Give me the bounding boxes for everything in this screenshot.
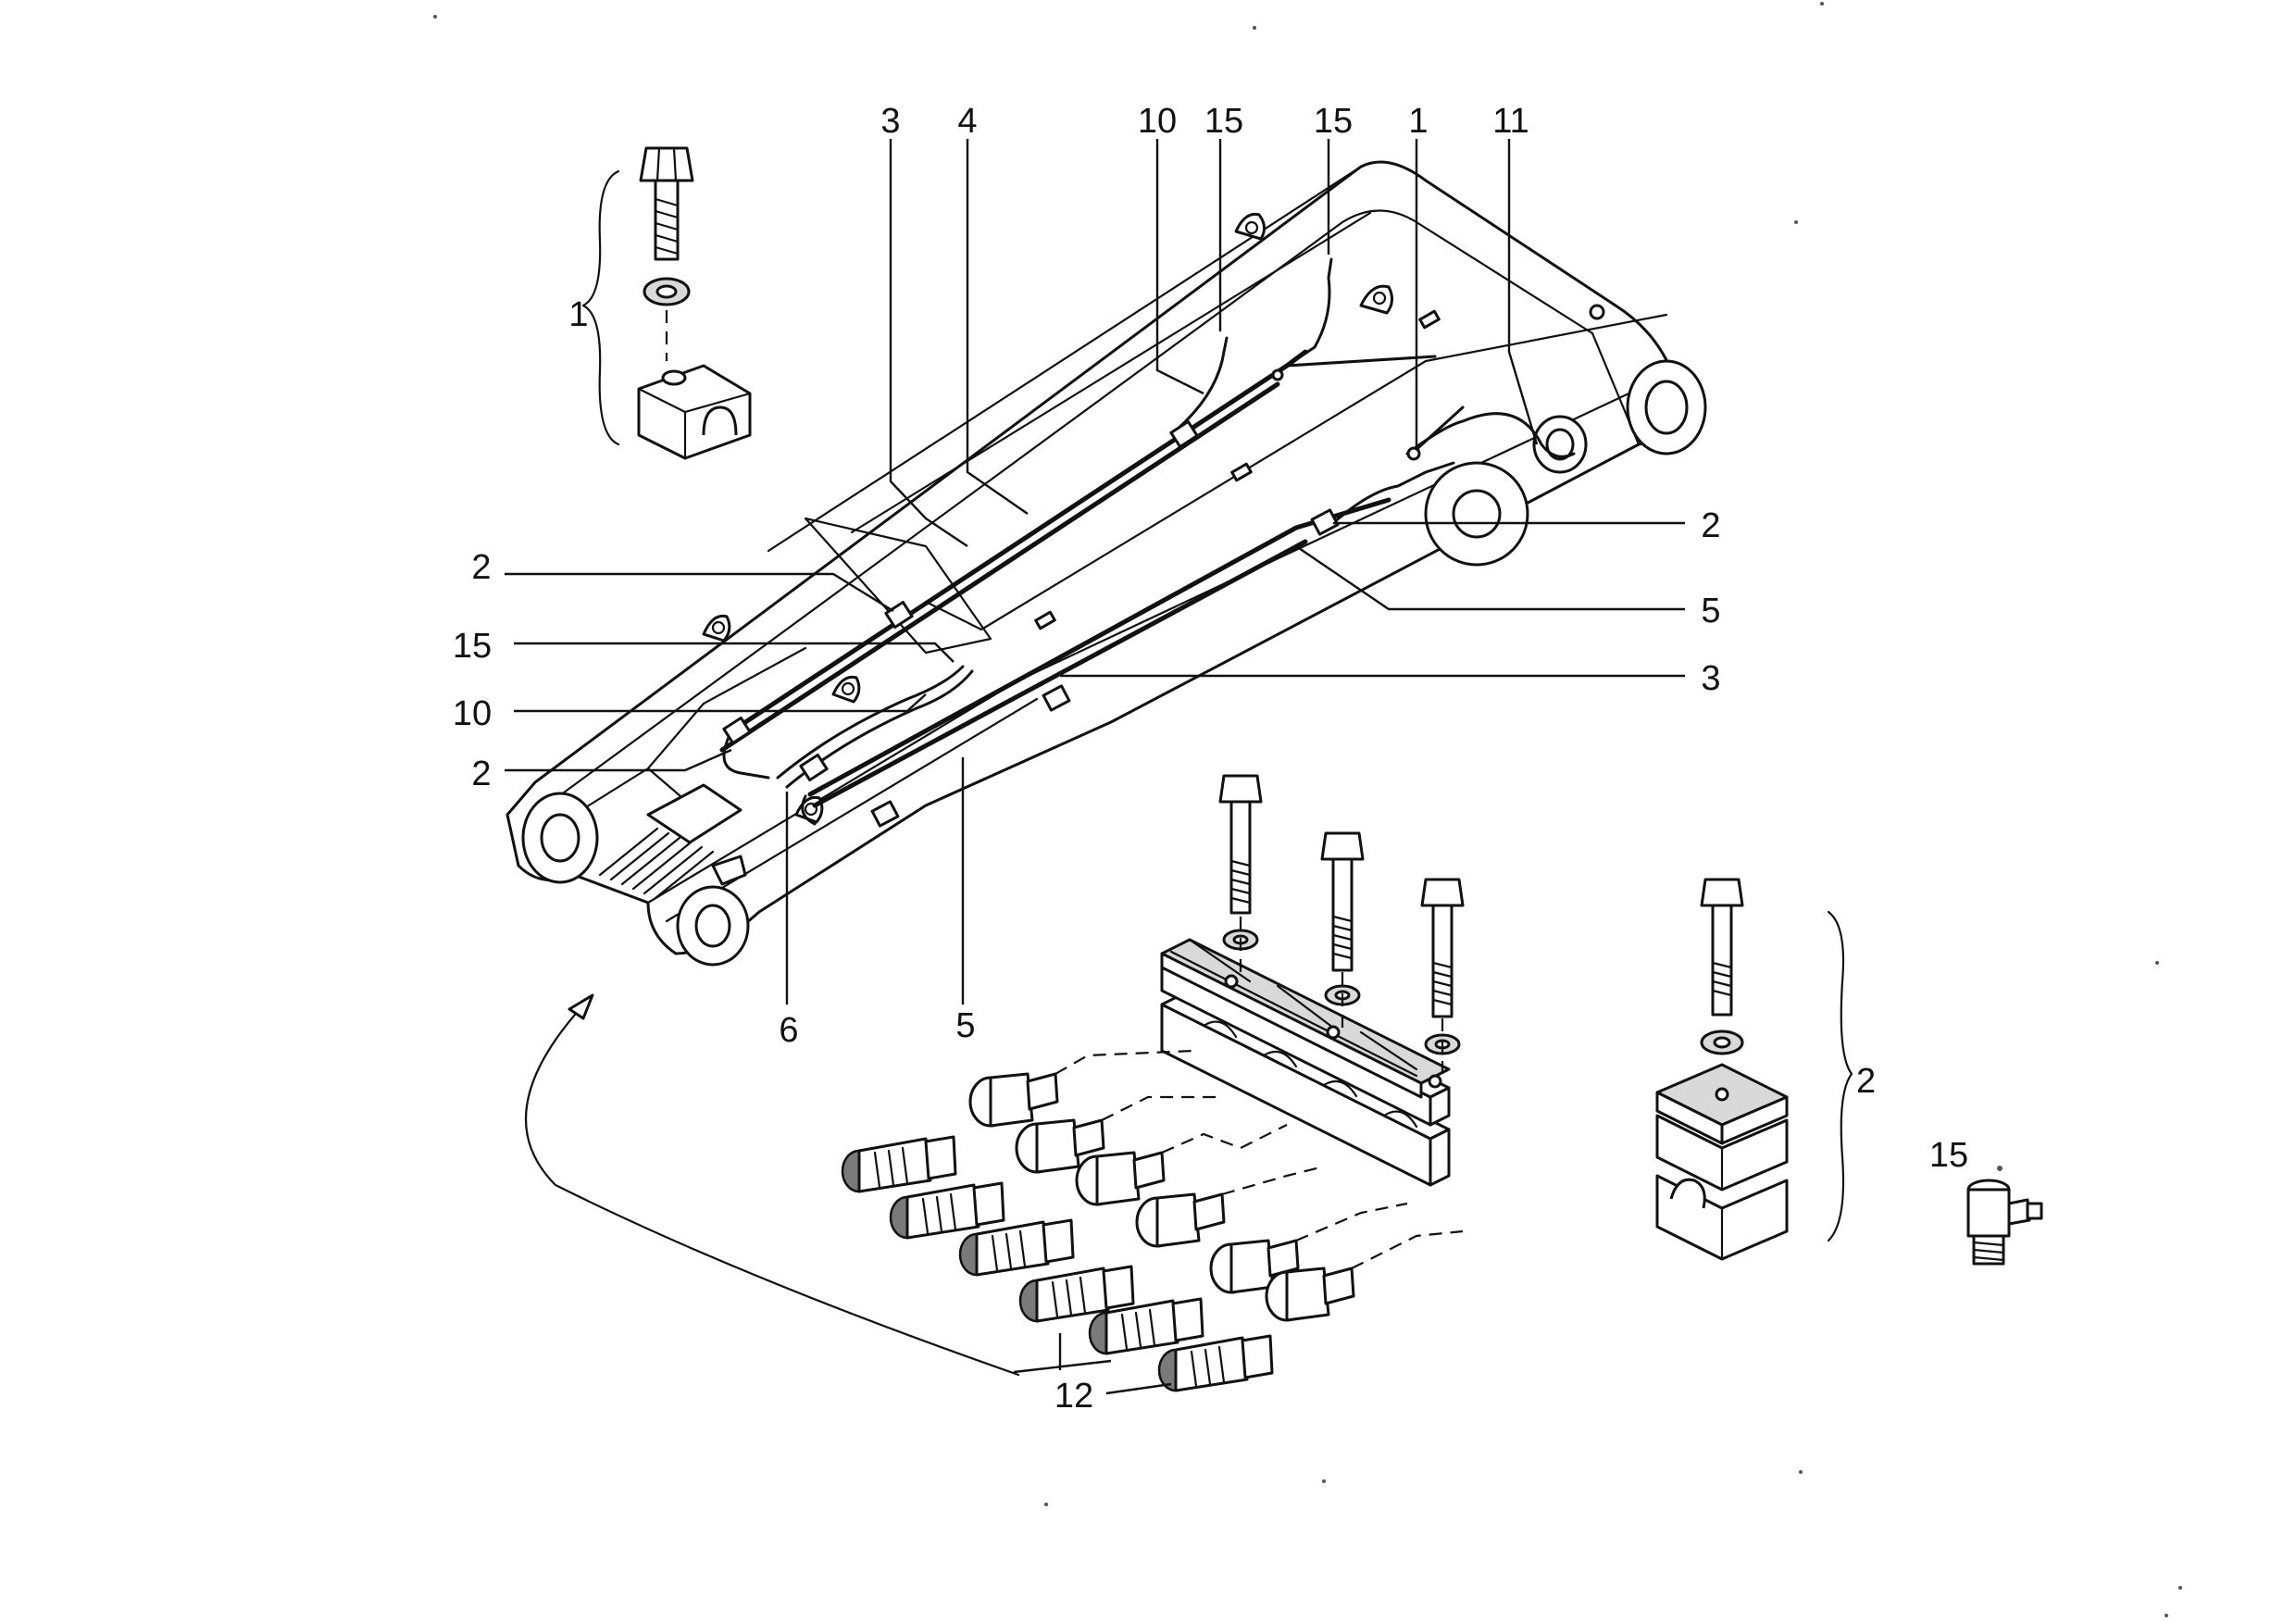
callout-right-3: 3 [1701,659,1720,698]
callout-bottom-12: 12 [1054,1377,1093,1416]
callout-top-15b: 15 [1314,102,1353,141]
callout-top-3: 3 [880,102,900,141]
callout-left-10: 10 [453,694,492,733]
callout-bottom-5: 5 [955,1006,975,1045]
callouts: 3 4 10 15 15 1 11 2 15 10 2 2 5 3 6 5 12… [453,102,1968,1416]
callout-left-2a: 2 [471,548,491,587]
callout-right-5: 5 [1701,592,1720,630]
callout-left-15: 15 [453,627,492,666]
callout-detail-1: 1 [568,295,588,334]
callout-left-2b: 2 [471,755,491,793]
clamp-block-assembly [1160,774,1465,1187]
scan-specks [433,2,2182,1617]
detail-1-clamp [581,146,752,460]
callout-right-2: 2 [1701,506,1720,545]
callout-top-11: 11 [1492,102,1529,141]
callout-bottom-6: 6 [779,1011,798,1050]
hydraulic-lines [598,257,1576,900]
callout-detail-2: 2 [1856,1062,1876,1101]
callout-top-10: 10 [1138,102,1177,141]
callout-top-4: 4 [957,102,977,141]
leader-lines [505,139,1685,1395]
callout-top-15a: 15 [1204,102,1243,141]
detail-2-clamp [1655,878,1853,1261]
fitting-15 [1966,1166,2043,1266]
fittings [524,993,1464,1392]
callout-fitting-15: 15 [1929,1136,1968,1175]
callout-top-1: 1 [1408,102,1428,141]
